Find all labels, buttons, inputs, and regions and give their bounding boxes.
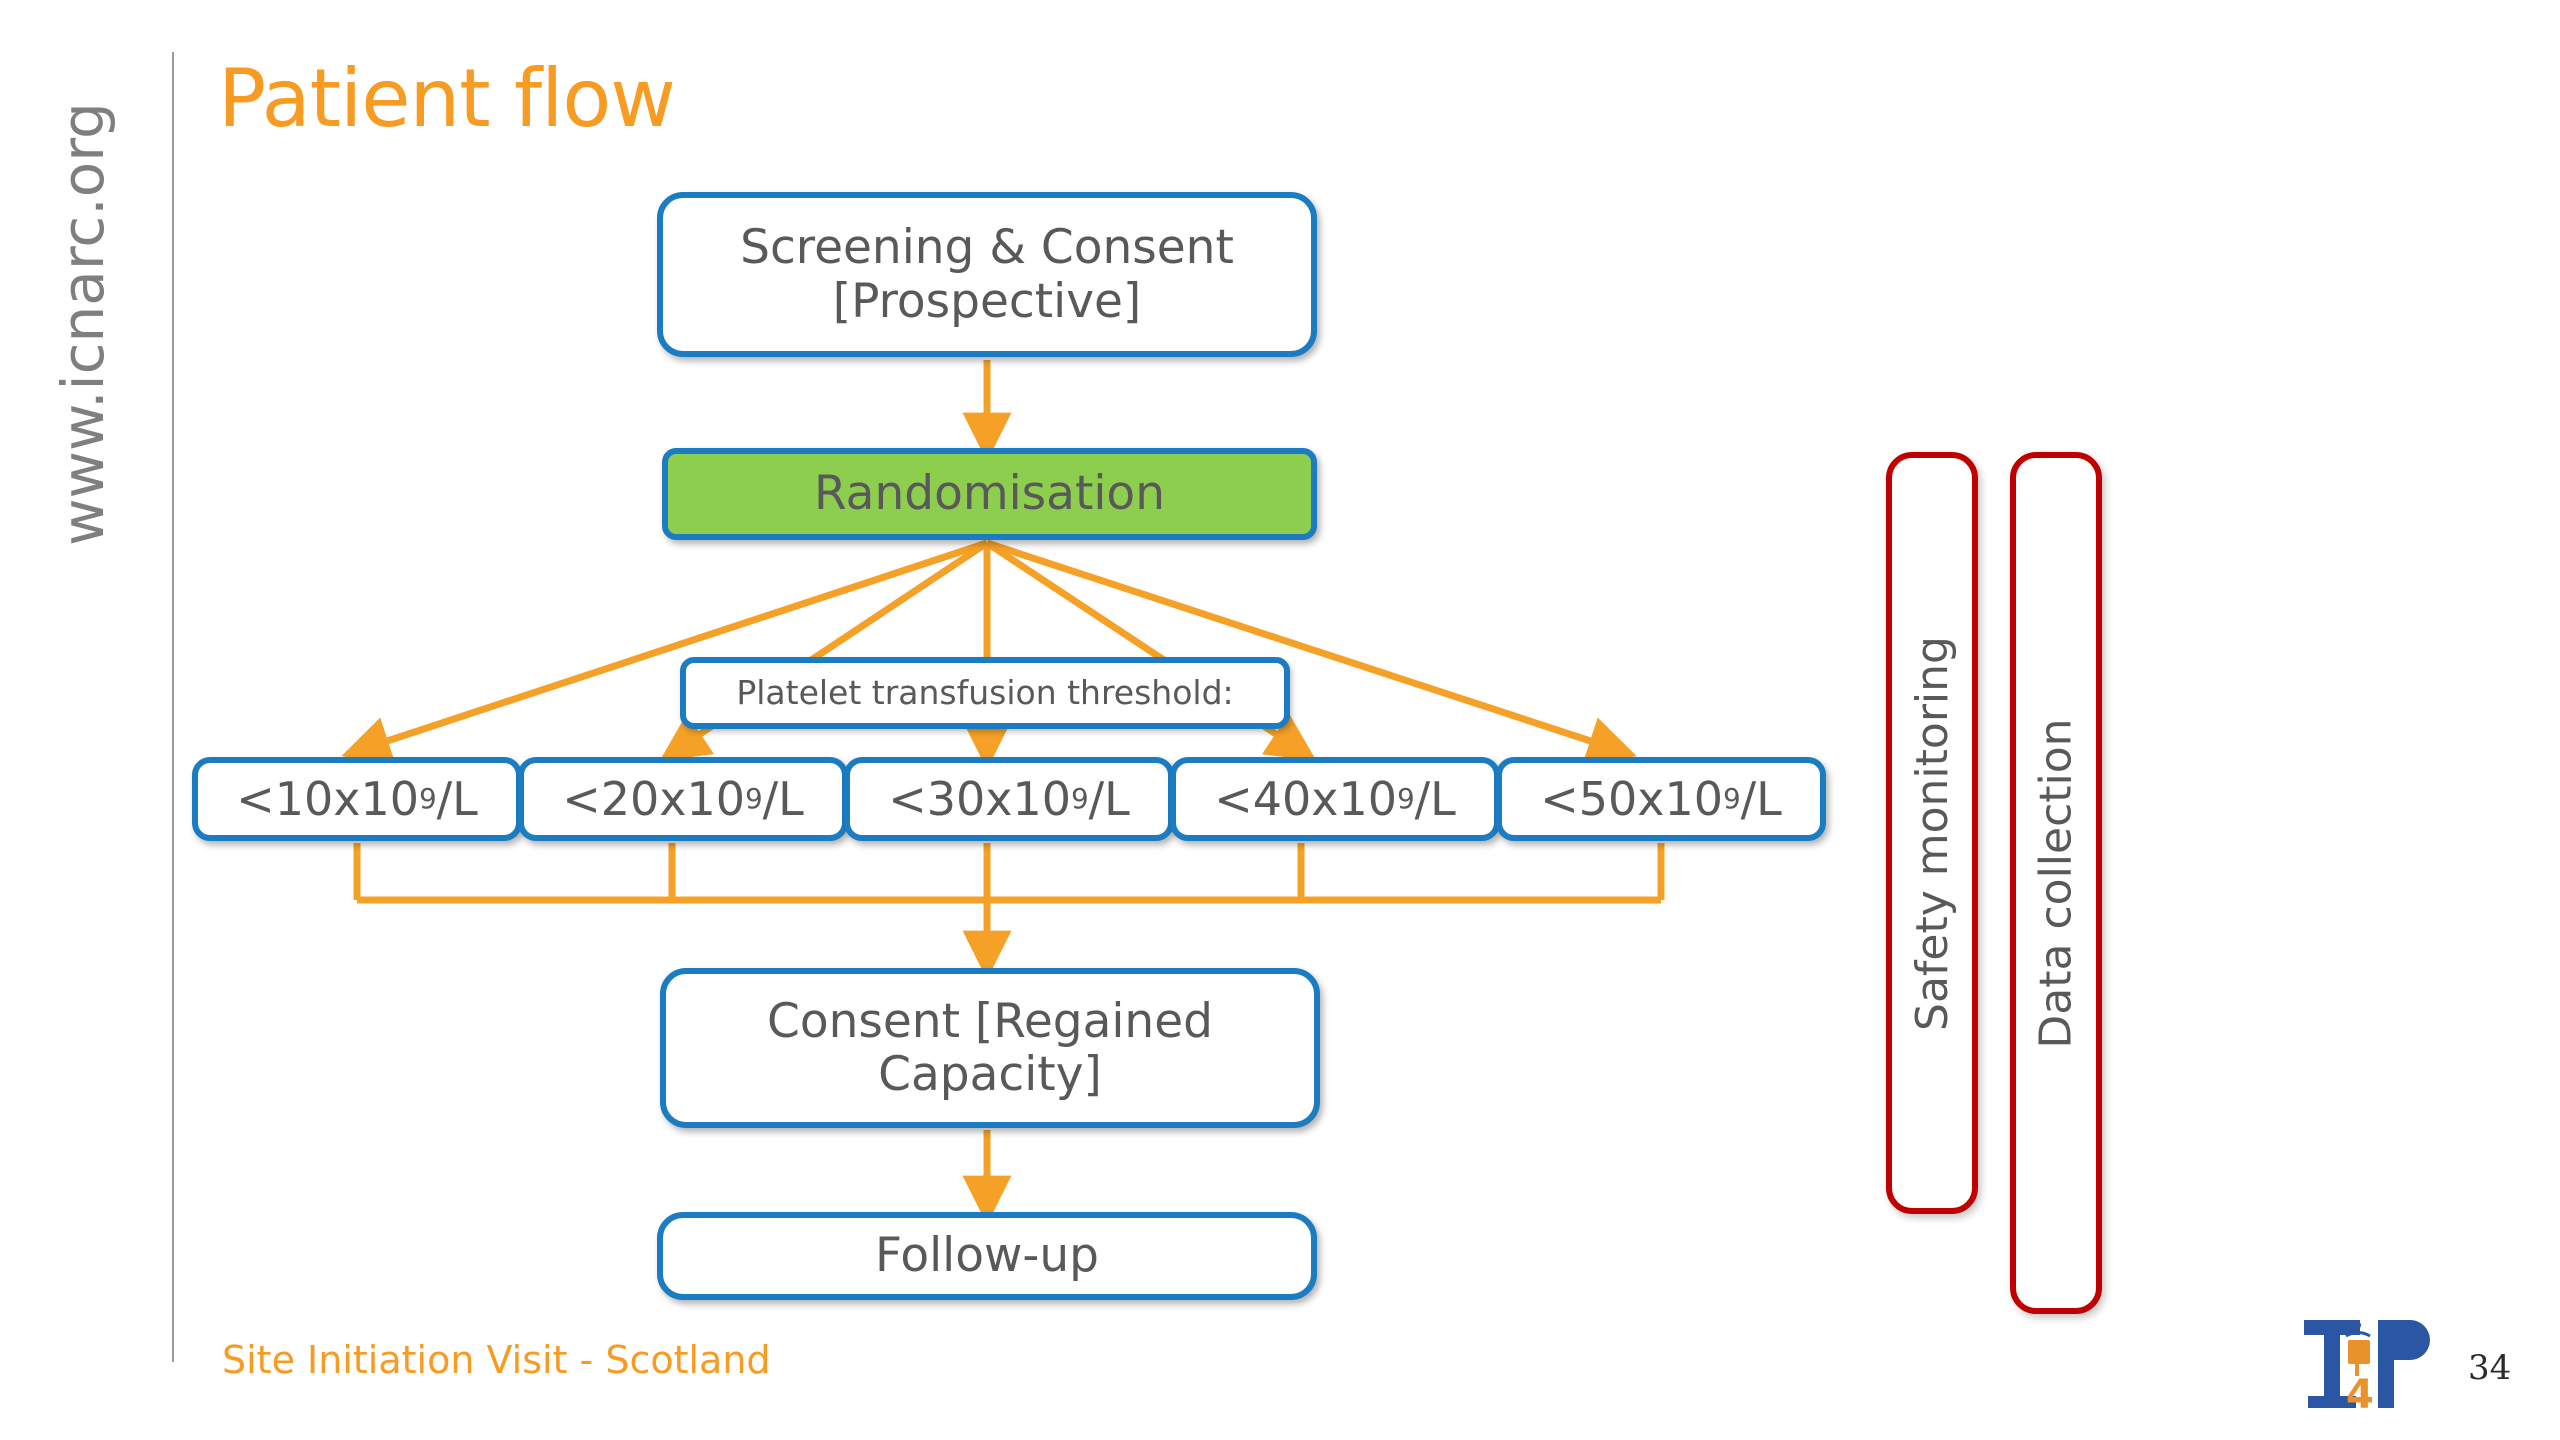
screening-line-1: Screening & Consent: [740, 220, 1234, 276]
footer-text: Site Initiation Visit - Scotland: [222, 1338, 771, 1382]
consent-line-1: Consent [Regained: [767, 993, 1213, 1049]
vertical-divider: [172, 52, 174, 1362]
node-threshold-label: Platelet transfusion threshold:: [680, 657, 1290, 729]
svg-text:2: 2: [2352, 1319, 2363, 1339]
page-number: 34: [2468, 1348, 2512, 1388]
threshold-1-value: <10x10: [236, 772, 420, 826]
threshold-1-unit: /L: [436, 772, 478, 826]
threshold-2-value: <20x10: [562, 772, 746, 826]
screening-line-2: [Prospective]: [832, 273, 1142, 329]
threshold-4-unit: /L: [1414, 772, 1456, 826]
node-consent-regained-capacity[interactable]: Consent [Regained Capacity]: [660, 968, 1320, 1128]
threshold-2-unit: /L: [762, 772, 804, 826]
svg-text:4: 4: [2346, 1372, 2374, 1417]
t4p-logo-icon: 2 4: [2304, 1319, 2430, 1417]
node-screening-consent[interactable]: Screening & Consent [Prospective]: [657, 192, 1317, 357]
node-follow-up[interactable]: Follow-up: [657, 1212, 1317, 1300]
threshold-5-value: <50x10: [1540, 772, 1724, 826]
page-title: Patient flow: [218, 52, 676, 145]
sidebar-safety-monitoring[interactable]: Safety monitoring: [1886, 452, 1978, 1214]
safety-monitoring-label: Safety monitoring: [1906, 635, 1958, 1031]
sidebar-data-collection[interactable]: Data collection: [2010, 452, 2102, 1314]
node-randomisation[interactable]: Randomisation: [662, 448, 1317, 540]
threshold-4-value: <40x10: [1214, 772, 1398, 826]
consent-line-2: Capacity]: [878, 1047, 1102, 1102]
threshold-3-value: <30x10: [888, 772, 1072, 826]
threshold-3-unit: /L: [1088, 772, 1130, 826]
data-collection-label: Data collection: [2030, 717, 2082, 1049]
threshold-5-unit: /L: [1740, 772, 1782, 826]
